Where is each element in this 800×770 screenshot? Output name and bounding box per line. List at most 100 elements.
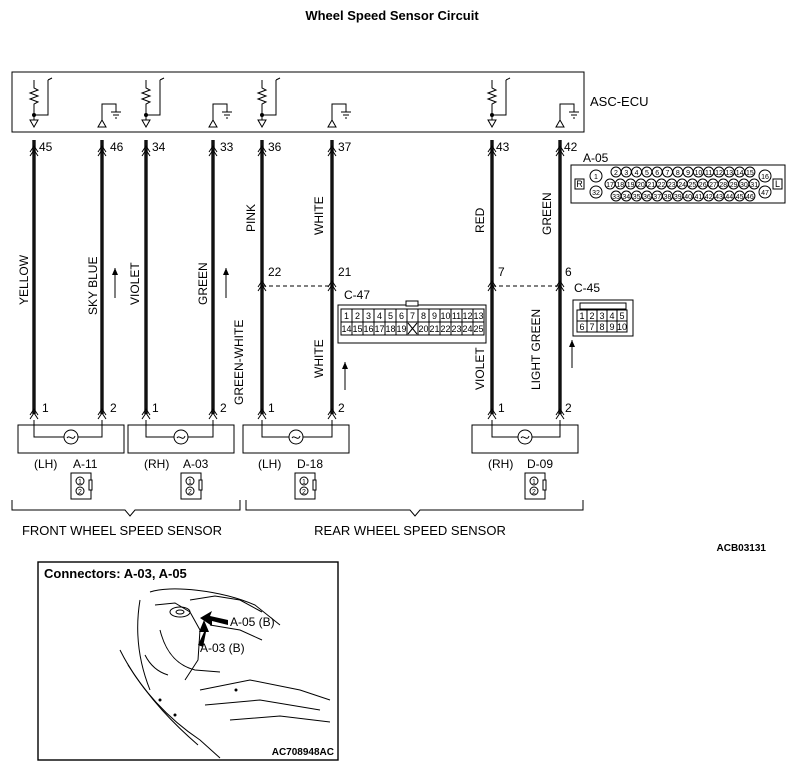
resistor-symbol <box>486 80 498 120</box>
sensor-pin-labels: 1 2 1 2 1 2 1 2 <box>42 401 572 415</box>
diagram-title: Wheel Speed Sensor Circuit <box>305 8 479 23</box>
rear-bracket <box>245 500 584 517</box>
connector-pin-number: 15 <box>352 324 362 334</box>
connector-pin-number: 2 <box>188 489 192 496</box>
connector-pin-number: 35 <box>633 194 641 201</box>
sensor-connector-label: A-11 <box>73 457 98 471</box>
wire-color-label: GREEN <box>540 192 554 235</box>
connector-pin-number: 4 <box>635 170 639 177</box>
connector-pin-number: 47 <box>761 190 769 197</box>
wires <box>29 140 565 420</box>
ecu-trace <box>146 77 165 116</box>
sensor-boxes <box>17 420 579 454</box>
a-05-mark: L <box>775 179 780 189</box>
connector-pin-number: 34 <box>622 194 630 201</box>
connector-pin-number: 25 <box>689 182 697 189</box>
sensor-coil-icon <box>288 429 304 445</box>
connector-pin-number: 8 <box>676 170 680 177</box>
connector-pin-number: 8 <box>421 311 426 321</box>
connector-pin-number: 38 <box>664 194 672 201</box>
ecu-trace <box>559 103 575 120</box>
connector-pin-number: 6 <box>579 322 584 332</box>
connector-pin-number: 22 <box>658 182 666 189</box>
sine-wave-icon <box>176 435 186 439</box>
connector-cell <box>616 320 628 333</box>
ecu-pin-label: 45 <box>39 140 53 154</box>
figure-code: ACB03131 <box>717 543 767 554</box>
sensor-coil-lead <box>261 420 289 438</box>
connector-pin-number: 21 <box>647 182 655 189</box>
c-47-latch <box>405 300 419 307</box>
joint-pin-label: 21 <box>338 265 352 279</box>
connector-pin-number: 10 <box>617 322 627 332</box>
connector-pin-number: 45 <box>736 194 744 201</box>
sensor-coil-lead <box>33 420 64 438</box>
wire-end-mark <box>555 145 565 157</box>
ecu-pin-label: 37 <box>338 140 352 154</box>
connector-pin-number: 21 <box>429 324 439 334</box>
wire-color-label: GREEN <box>196 262 210 305</box>
inset-frame <box>37 561 339 761</box>
connector-pin <box>589 185 603 199</box>
a-03-callout-arrow <box>198 620 209 647</box>
sensor-connector-label: D-09 <box>527 457 553 471</box>
ground-icon <box>222 111 232 119</box>
wire-color-label: VIOLET <box>473 347 487 390</box>
connector-pin-number: 11 <box>705 170 712 177</box>
joint-mark <box>555 280 565 292</box>
connector-pin-number: 3 <box>599 311 604 321</box>
connector-pin-number: 23 <box>668 182 676 189</box>
connector-pin-number: 32 <box>592 190 600 197</box>
wire-end-mark <box>97 145 107 157</box>
connector-pin-number: 17 <box>606 182 614 189</box>
connector-pin <box>185 476 195 486</box>
ecu-pin-label: 43 <box>496 140 510 154</box>
sine-wave-icon <box>291 435 301 439</box>
connector-pin-number: 22 <box>440 324 450 334</box>
connector-pin-number: 43 <box>715 194 723 201</box>
a-05-mark-box <box>574 178 585 190</box>
input-triangle <box>257 119 267 129</box>
connector-pin-number: 17 <box>374 324 384 334</box>
connector-pin-number: 23 <box>451 324 461 334</box>
sensor-pin-label: 2 <box>565 401 572 415</box>
sensor-coil-lead <box>78 420 103 438</box>
connector-pin-number: 7 <box>410 311 415 321</box>
inset-title: Connectors: A-03, A-05 <box>44 566 187 581</box>
wire-end-mark <box>555 408 565 420</box>
connector-pin-number: 5 <box>619 311 624 321</box>
connector-latch <box>312 479 317 491</box>
connector-pin-number: 46 <box>746 194 754 201</box>
connector-pin-number: 11 <box>452 311 461 321</box>
connector-pin-number: 3 <box>624 170 628 177</box>
wire-end-mark <box>97 408 107 420</box>
ground-icon <box>569 111 579 119</box>
connector-pin-number: 1 <box>532 479 536 486</box>
inset-callout-a-03: A-03 (B) <box>200 641 245 655</box>
connector-pin <box>529 486 539 496</box>
sensor-pin-label: 2 <box>338 401 345 415</box>
connector-pin-number: 24 <box>462 324 472 334</box>
connector-pin-number: 6 <box>655 170 659 177</box>
input-triangle <box>487 119 497 129</box>
connector-pin-number: 36 <box>643 194 651 201</box>
a-05-mark: R <box>576 179 583 189</box>
connector-pin-number: 2 <box>614 170 618 177</box>
wire-color-label: WHITE <box>312 196 326 235</box>
input-triangle <box>29 119 39 129</box>
connector-pin-number: 8 <box>599 322 604 332</box>
connector-pin-number: 13 <box>725 170 733 177</box>
resistor-symbol <box>28 80 40 120</box>
connector-pin-number: 5 <box>645 170 649 177</box>
wire-color-label: SKY BLUE <box>86 257 100 315</box>
connector-pin-number: 19 <box>396 324 406 334</box>
joint-mark <box>487 280 497 292</box>
front-group-label: FRONT WHEEL SPEED SENSOR <box>22 523 222 538</box>
connector-pin-number: 26 <box>699 182 707 189</box>
connector-pin-number: 7 <box>589 322 594 332</box>
wire-end-mark <box>257 408 267 420</box>
connector-pin-number: 1 <box>344 311 349 321</box>
sensor-side-label: (LH) <box>34 457 57 471</box>
